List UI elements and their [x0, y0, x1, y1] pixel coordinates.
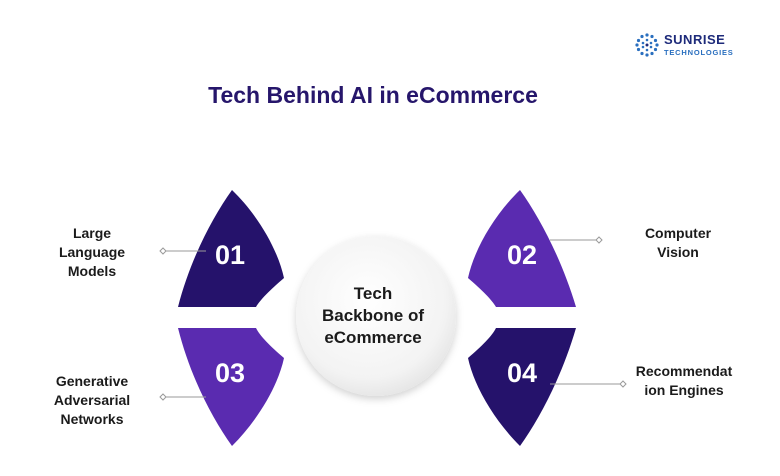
connector-02-diamond	[595, 236, 603, 244]
label-02-line-2: Vision	[657, 244, 699, 260]
label-02-line-1: Computer	[644, 225, 712, 241]
label-03-line-1: Generative	[55, 373, 129, 389]
sunrise-logo-icon	[635, 33, 659, 57]
segment-02	[468, 190, 576, 307]
label-04: Recommendat ion Engines	[624, 362, 744, 400]
logo-subtitle: TECHNOLOGIES	[664, 48, 734, 57]
connector-01-diamond	[159, 247, 167, 255]
label-01-line-3: Models	[67, 263, 117, 279]
label-04-line-1: Recommendat	[635, 363, 733, 379]
number-03: 03	[215, 358, 245, 388]
segment-01	[178, 190, 284, 307]
label-01-line-1: Large	[72, 225, 112, 241]
connector-04-diamond	[619, 380, 627, 388]
connector-03-diamond	[159, 393, 167, 401]
segment-04	[468, 328, 576, 446]
number-01: 01	[215, 240, 245, 270]
sunrise-logo: SUNRISE TECHNOLOGIES	[634, 32, 744, 60]
number-02: 02	[507, 240, 537, 270]
label-02: Computer Vision	[626, 224, 730, 262]
center-label: Tech Backbone of eCommerce	[308, 283, 438, 349]
label-03: Generative Adversarial Networks	[36, 372, 148, 429]
label-03-line-2: Adversarial	[53, 392, 131, 408]
label-01: Large Language Models	[40, 224, 144, 281]
label-04-line-2: ion Engines	[644, 382, 724, 398]
center-label-line-3: eCommerce	[324, 328, 422, 347]
number-04: 04	[507, 358, 537, 388]
segment-03	[178, 328, 284, 446]
center-circle	[296, 236, 456, 396]
logo-name: SUNRISE	[664, 32, 726, 47]
label-01-line-2: Language	[58, 244, 126, 260]
page-title: Tech Behind AI in eCommerce	[208, 82, 538, 108]
center-label-line-2: Backbone of	[321, 306, 425, 325]
center-label-line-1: Tech	[353, 284, 393, 303]
label-03-line-3: Networks	[60, 411, 124, 427]
